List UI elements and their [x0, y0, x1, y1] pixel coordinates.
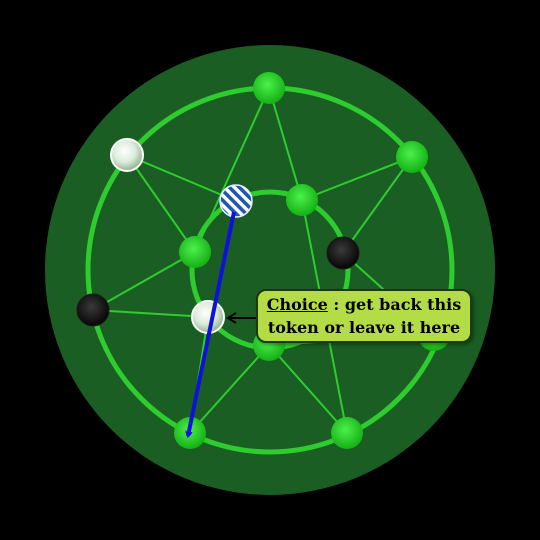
- white-token[interactable]: [191, 300, 225, 334]
- choice-callout: Choice : get back this token or leave it…: [256, 289, 472, 343]
- callout-pointer-arrow: [226, 312, 256, 324]
- tokens: [76, 138, 360, 334]
- board-lines: [92, 87, 435, 434]
- node[interactable]: [253, 72, 285, 104]
- node[interactable]: [331, 417, 363, 449]
- board-disc: [45, 45, 495, 495]
- white-token[interactable]: [110, 138, 144, 172]
- node[interactable]: [396, 141, 428, 173]
- callout-line-1-text: : get back this: [327, 295, 462, 314]
- callout-line-1: Choice : get back this: [267, 293, 461, 316]
- node[interactable]: [286, 184, 318, 216]
- choice-label: Choice: [266, 295, 328, 314]
- black-token[interactable]: [326, 236, 360, 270]
- black-token[interactable]: [76, 293, 110, 327]
- node[interactable]: [179, 236, 211, 268]
- striped-token[interactable]: [219, 184, 253, 218]
- callout-line-2: token or leave it here: [267, 318, 461, 337]
- move-arrow: [188, 211, 236, 436]
